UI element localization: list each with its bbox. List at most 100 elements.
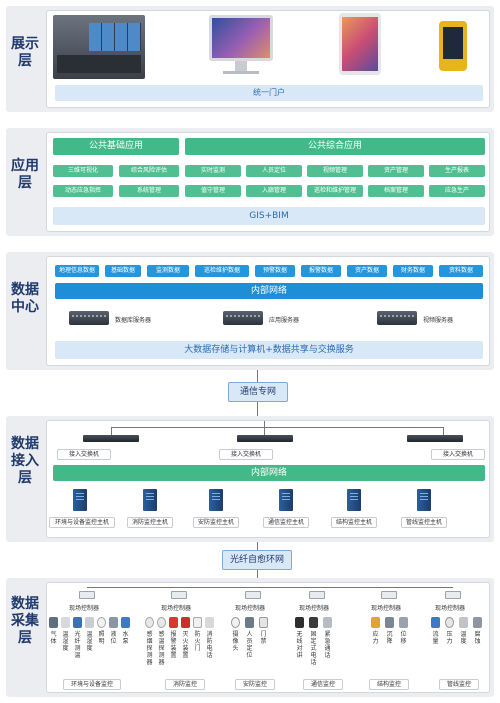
app-item[interactable]: 巡检和维护管理 [307, 185, 363, 197]
data-chip[interactable]: 资产数据 [347, 265, 387, 277]
data-chip[interactable]: 巡检维护数据 [195, 265, 249, 277]
tablet-image [339, 13, 381, 75]
app-item[interactable]: 应急生产 [429, 185, 485, 197]
controller-label: 现场控制器 [161, 605, 192, 612]
host-label: 安防监控主机 [193, 517, 239, 528]
data-center-panel: 地理信息数据 基础数据 监测数据 巡检维护数据 预警数据 报警数据 资产数据 财… [46, 256, 490, 366]
sensor-label: 液位 [110, 631, 117, 645]
sensor-label: 位移 [400, 631, 407, 645]
app-item[interactable]: 综合风险评估 [119, 165, 179, 177]
sensor-label: 温湿度 [62, 631, 69, 652]
sensor-label: 压力 [446, 631, 453, 645]
comm-network-box[interactable]: 通信专网 [228, 382, 288, 402]
bigdata-bar: 大数据存储与计算机+数据共享与交换服务 [55, 341, 483, 359]
fiber-ring-box[interactable]: 光纤自愈环网 [222, 550, 292, 570]
sensor-label: 门禁 [260, 631, 267, 645]
app-item[interactable]: 系统管理 [119, 185, 179, 197]
settlement-gauge-icon [385, 617, 394, 628]
application-server-icon [223, 311, 263, 325]
alarm-icon [169, 617, 178, 628]
switch-link [111, 427, 443, 428]
controller-label: 现场控制器 [235, 605, 266, 612]
server-label: 视频服务器 [423, 317, 454, 324]
desktop-monitor-image [209, 15, 273, 61]
access-internal-network: 内部网络 [53, 465, 485, 481]
pressure-gauge-icon [445, 617, 454, 628]
application-panel: 公共基础应用 公共综合应用 三维可视化 综合风险评估 动态应急指挥 系统管理 实… [46, 132, 490, 232]
radio-icon [295, 617, 304, 628]
sensor-label: 温度 [460, 631, 467, 645]
basic-apps-title: 公共基础应用 [53, 138, 179, 155]
layer-label-display: 展示层 [11, 36, 39, 69]
comprehensive-apps-title: 公共综合应用 [185, 138, 485, 155]
sensor-label: 应力 [372, 631, 379, 645]
group-label: 安防监控 [235, 679, 275, 690]
rugged-handheld-image [439, 21, 467, 71]
sensor-label: 无线对讲 [296, 631, 303, 659]
connector-line [257, 402, 258, 416]
fire-door-icon [193, 617, 202, 628]
sensor-label: 沉降 [386, 631, 393, 645]
intercom-icon [323, 617, 332, 628]
data-chip[interactable]: 财务数据 [393, 265, 433, 277]
data-chip[interactable]: 监测数据 [147, 265, 189, 277]
pump-icon [121, 617, 130, 628]
app-item[interactable]: 档案管理 [368, 185, 424, 197]
sensor-label: 感温探测器 [158, 631, 165, 666]
server-label: 数据库服务器 [115, 317, 152, 324]
sensor-label: 照明 [98, 631, 105, 645]
locator-icon [245, 617, 254, 628]
data-chip[interactable]: 基础数据 [105, 265, 141, 277]
humidity-sensor-icon [85, 617, 94, 628]
app-item[interactable]: 值守管理 [185, 185, 241, 197]
field-controller-icon [309, 591, 325, 599]
connector-line [257, 570, 258, 578]
sensor-label: 感烟探测器 [146, 631, 153, 666]
app-item[interactable]: 资产管理 [368, 165, 424, 177]
app-item[interactable]: 动态应急指挥 [53, 185, 113, 197]
sensor-label: 报警装置 [170, 631, 177, 659]
app-item[interactable]: 视频管理 [307, 165, 363, 177]
smoke-detector-icon [145, 617, 154, 628]
layer-label-data-center: 数据中心 [11, 282, 39, 315]
layer-label-access: 数据接入层 [11, 436, 39, 486]
switch-label: 接入交换机 [431, 449, 485, 460]
displacement-gauge-icon [399, 617, 408, 628]
switch-label: 接入交换机 [219, 449, 273, 460]
bus-line [87, 587, 453, 588]
app-item[interactable]: 人员定位 [246, 165, 302, 177]
app-item[interactable]: 生产报表 [429, 165, 485, 177]
extinguisher-icon [181, 617, 190, 628]
heat-detector-icon [157, 617, 166, 628]
corrosion-probe-icon [473, 617, 482, 628]
switch-link [111, 427, 112, 435]
field-controller-icon [445, 591, 461, 599]
sensor-label: 灭火装置 [182, 631, 189, 659]
controller-label: 现场控制器 [435, 605, 466, 612]
access-panel: 接入交换机 接入交换机 接入交换机 内部网络 环境与设备监控主机 消防监控主机 … [46, 420, 490, 538]
display-panel: 统一门户 [46, 10, 490, 108]
data-chip[interactable]: 资料数据 [439, 265, 483, 277]
field-controller-icon [381, 591, 397, 599]
app-item[interactable]: 入廊管理 [246, 185, 302, 197]
app-item[interactable]: 实时监测 [185, 165, 241, 177]
access-layer: 数据接入层 接入交换机 接入交换机 接入交换机 内部网络 环境与设备监控主机 消… [6, 416, 494, 542]
data-center-layer: 数据中心 地理信息数据 基础数据 监测数据 巡检维护数据 预警数据 报警数据 资… [6, 252, 494, 370]
camera-icon [231, 617, 240, 628]
portal-bar[interactable]: 统一门户 [55, 85, 483, 101]
stress-gauge-icon [371, 617, 380, 628]
application-layer: 应用层 公共基础应用 公共综合应用 三维可视化 综合风险评估 动态应急指挥 系统… [6, 128, 494, 236]
monitoring-host-icon [209, 489, 223, 511]
app-item[interactable]: 三维可视化 [53, 165, 113, 177]
field-controller-icon [245, 591, 261, 599]
data-chip[interactable]: 预警数据 [255, 265, 295, 277]
group-label: 结构监控 [369, 679, 409, 690]
host-label: 通信监控主机 [263, 517, 309, 528]
switch-link [443, 427, 444, 435]
flow-meter-icon [431, 617, 440, 628]
field-controller-icon [79, 591, 95, 599]
video-server-icon [377, 311, 417, 325]
data-chip[interactable]: 报警数据 [301, 265, 341, 277]
data-chip[interactable]: 地理信息数据 [55, 265, 99, 277]
fiber-temp-icon [73, 617, 82, 628]
